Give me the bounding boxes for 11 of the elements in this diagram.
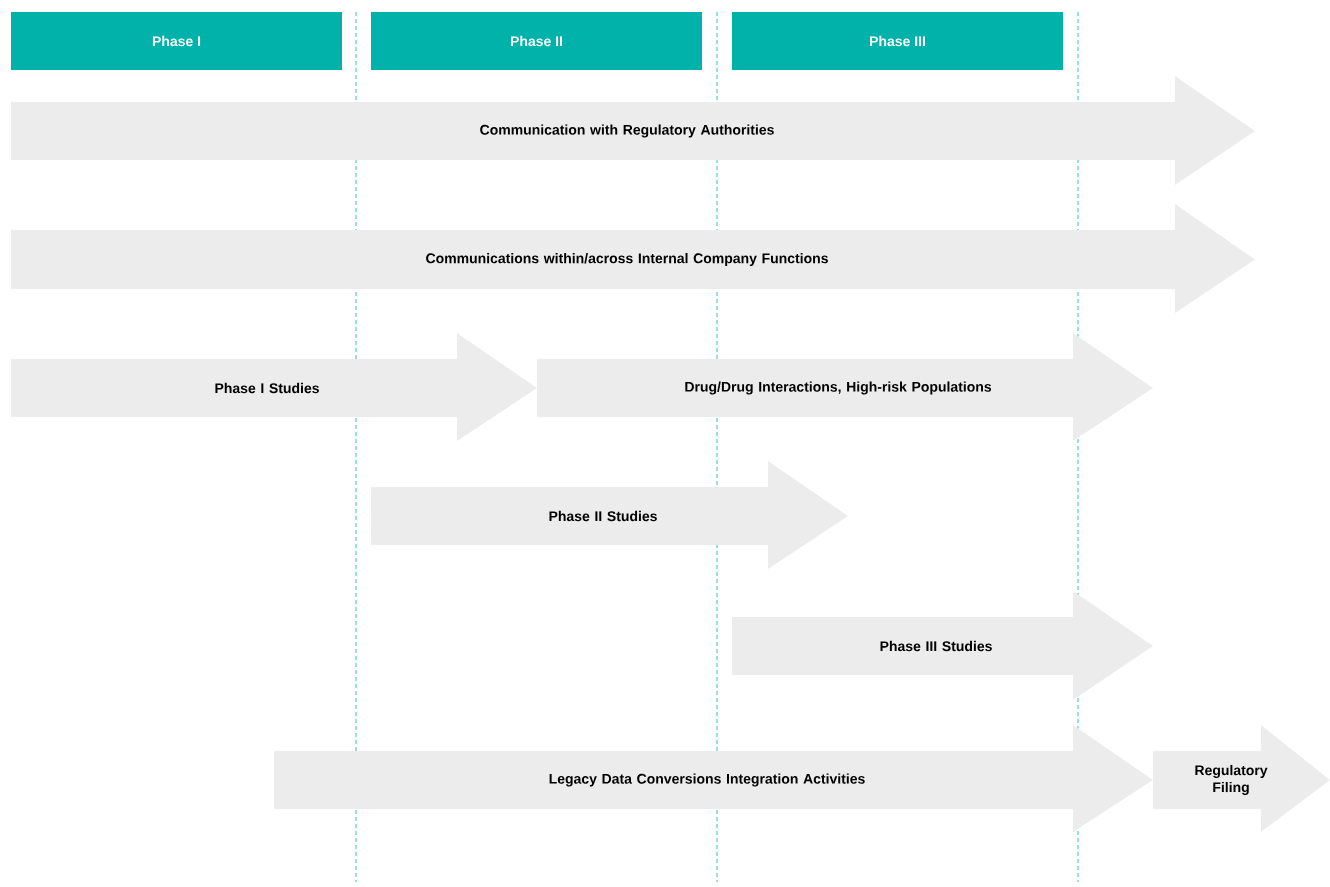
arrow-band: Regulatory Filing	[1153, 725, 1330, 832]
arrow-band: Communication with Regulatory Authorities	[11, 76, 1255, 185]
arrow-band: Phase III Studies	[732, 591, 1153, 700]
arrow-band: Legacy Data Conversions Integration Activities	[274, 725, 1153, 832]
arrow-band: Drug/Drug Interactions, High-risk Populations	[537, 333, 1153, 441]
arrow-band: Phase I Studies	[11, 333, 537, 441]
phase-header-box: Phase III	[732, 12, 1063, 70]
phase-header-box: Phase II	[371, 12, 702, 70]
arrow-band: Communications within/across Internal Company Functions	[11, 204, 1255, 313]
arrow-band: Phase II Studies	[371, 461, 848, 569]
phase-header-box: Phase I	[11, 12, 342, 70]
